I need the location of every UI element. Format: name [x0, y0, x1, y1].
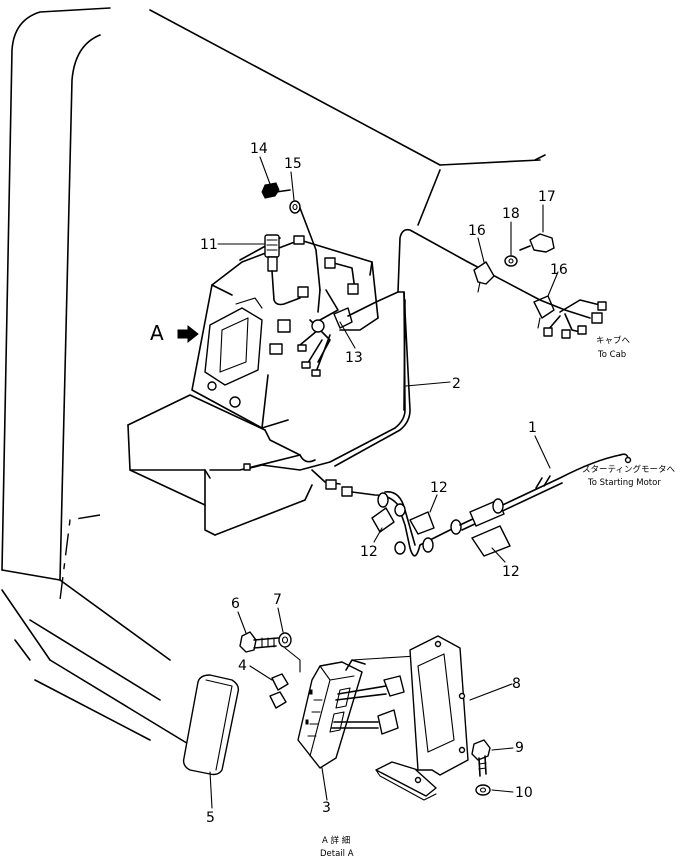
detail-marker-label: A	[150, 321, 164, 345]
battery-box	[127, 235, 379, 536]
label-tags-12	[371, 507, 511, 557]
label-part-16-left: 16	[468, 223, 486, 239]
label-part-9: 9	[515, 740, 524, 756]
label-part-3: 3	[322, 800, 331, 816]
bolt-17	[519, 233, 555, 253]
bolt-6	[239, 631, 279, 653]
clamp-16-left	[473, 261, 495, 293]
label-part-18: 18	[502, 206, 520, 222]
label-part-17: 17	[538, 189, 556, 205]
to-cab-jp: キャブへ	[596, 335, 631, 346]
part-number-labels: 14 15 11 13 2 16 18 17 16 1 12 12 12 6 7…	[200, 141, 568, 826]
to-starter-jp: スターティングモータへ	[582, 464, 675, 475]
battery-relay-switch-11	[264, 234, 309, 306]
washer-18	[504, 255, 518, 267]
washer-7	[278, 632, 301, 673]
label-part-11: 11	[200, 237, 218, 253]
label-part-5: 5	[206, 810, 215, 826]
label-part-10: 10	[515, 785, 533, 801]
detail-caption: A 詳 細 Detail A	[320, 835, 354, 857]
to-cab-en: To Cab	[597, 350, 626, 360]
box-top-wiring	[297, 207, 399, 377]
relay-on-box	[204, 297, 291, 386]
bolt-14	[261, 182, 291, 199]
label-part-6: 6	[231, 596, 240, 612]
clamp-16-right	[533, 295, 555, 329]
label-part-16-right: 16	[550, 262, 568, 278]
destination-captions: キャブへ To Cab スターティングモータへ To Starting Moto…	[582, 335, 675, 488]
to-starter-en: To Starting Motor	[587, 478, 661, 488]
wiring-harness-2	[243, 228, 541, 557]
detail-arrow-icon	[177, 324, 199, 344]
label-part-12-right: 12	[502, 564, 520, 580]
label-part-12-upper: 12	[430, 480, 448, 496]
label-part-15: 15	[284, 156, 302, 172]
label-part-8: 8	[512, 676, 521, 692]
label-part-14: 14	[250, 141, 268, 157]
leader-lines	[209, 156, 559, 809]
relay-3	[297, 655, 417, 769]
label-part-12-left: 12	[360, 544, 378, 560]
bracket-8	[375, 635, 469, 801]
clips-4	[269, 673, 289, 709]
detail-caption-jp: A 詳 細	[322, 835, 350, 846]
relay-cover-5	[182, 674, 240, 776]
label-part-2: 2	[452, 376, 461, 392]
detail-caption-en: Detail A	[320, 849, 354, 857]
label-part-1: 1	[528, 420, 537, 436]
bolt-9	[471, 739, 491, 777]
label-part-7: 7	[273, 592, 282, 608]
label-part-4: 4	[238, 658, 247, 674]
cab-side-connectors	[539, 299, 607, 339]
label-part-13: 13	[345, 350, 363, 366]
starter-cable-1	[459, 453, 632, 531]
washer-15	[289, 200, 301, 214]
machine-body-outline	[1, 7, 546, 746]
washer-10	[475, 784, 491, 796]
